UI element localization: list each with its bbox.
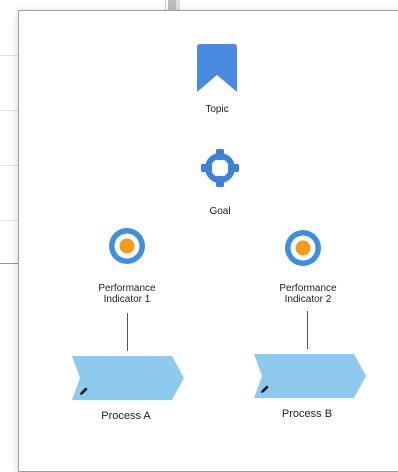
pencil-icon[interactable]	[79, 386, 89, 396]
goal-label: Goal	[209, 206, 231, 217]
diagram-canvas: Topic Goal Performance Indicator 1 Perfo…	[18, 10, 398, 472]
bookmark-icon	[197, 44, 237, 92]
process-shape	[254, 354, 366, 398]
indicator-1-node[interactable]	[107, 226, 147, 271]
connector-line	[127, 313, 128, 351]
process-b-node[interactable]	[254, 354, 366, 403]
process-shape	[72, 356, 184, 400]
process-b-label: Process B	[281, 408, 333, 420]
indicator-2-label: Performance Indicator 2	[279, 283, 337, 305]
pencil-icon[interactable]	[260, 384, 270, 394]
goal-node[interactable]	[201, 149, 239, 192]
crosshair-icon	[201, 149, 239, 187]
indicator-1-label: Performance Indicator 1	[98, 283, 156, 305]
process-a-label: Process A	[101, 410, 151, 422]
indicator-2-node[interactable]	[283, 228, 323, 273]
topic-label: Topic	[205, 104, 229, 115]
connector-line	[307, 311, 308, 349]
target-icon	[109, 228, 145, 264]
scrollbar-track	[176, 0, 180, 10]
process-a-node[interactable]	[72, 356, 184, 405]
scrollbar-thumb[interactable]	[168, 0, 176, 10]
topic-node[interactable]	[194, 44, 240, 99]
target-icon	[285, 230, 321, 266]
